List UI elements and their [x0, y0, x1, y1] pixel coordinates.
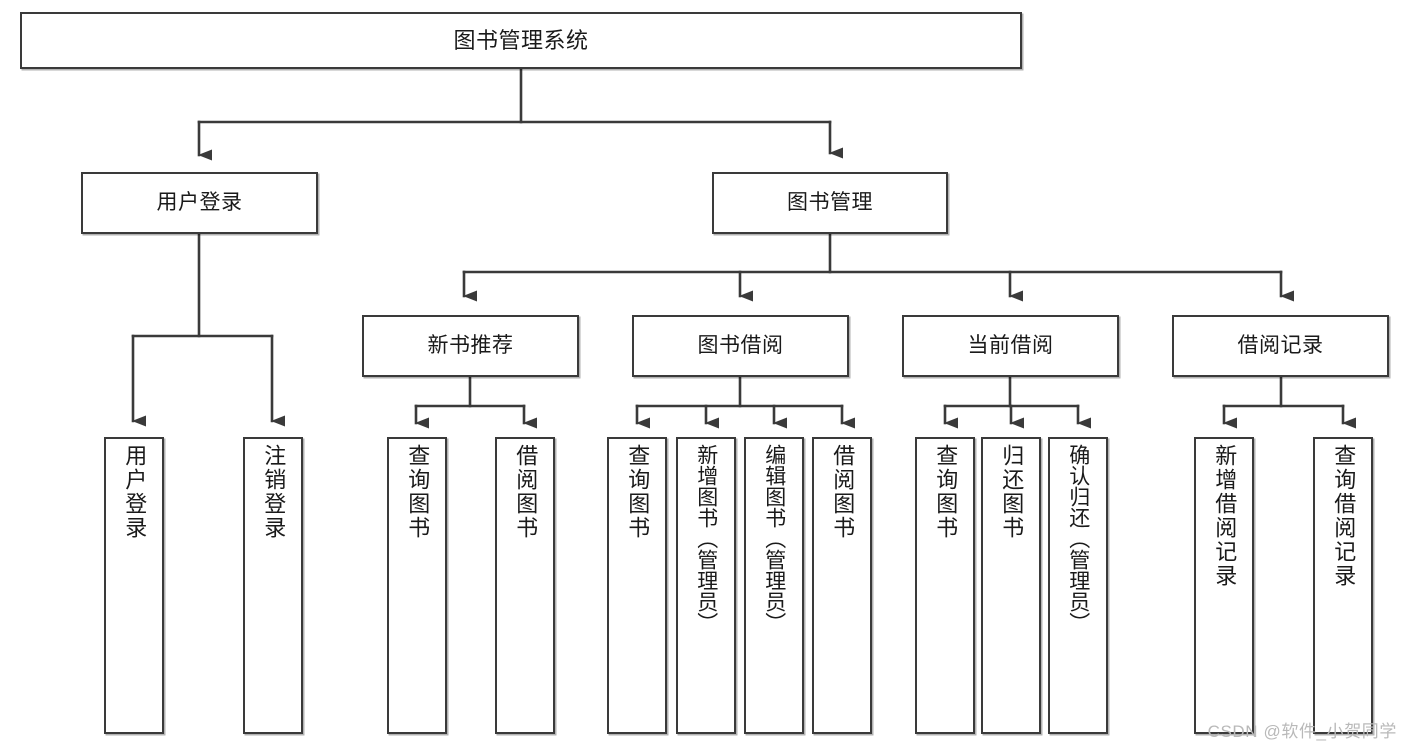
leaf-query-book-1[interactable]: 查询图书	[387, 437, 447, 734]
node-label: 图书管理系统	[453, 27, 589, 53]
node-label: 确认归还（管理员）	[1066, 444, 1090, 633]
node-label: 图书管理	[787, 190, 873, 214]
leaf-query-book-2[interactable]: 查询图书	[607, 437, 667, 734]
node-label: 新增图书（管理员）	[694, 444, 718, 633]
leaf-edit-book[interactable]: 编辑图书（管理员）	[744, 437, 804, 734]
node-label: 编辑图书（管理员）	[762, 444, 786, 633]
node-label: 新增借阅记录	[1212, 444, 1238, 588]
leaf-add-book[interactable]: 新增图书（管理员）	[676, 437, 736, 734]
leaf-user-login[interactable]: 用户登录	[104, 437, 164, 734]
leaf-borrow-book-1[interactable]: 借阅图书	[495, 437, 555, 734]
node-label: 新书推荐	[427, 333, 514, 357]
leaf-confirm-return[interactable]: 确认归还（管理员）	[1048, 437, 1108, 734]
node-label: 查询图书	[625, 444, 651, 540]
node-label: 借阅记录	[1237, 333, 1324, 357]
node-label: 查询借阅记录	[1331, 444, 1357, 588]
node-label: 注销登录	[261, 444, 287, 540]
node-label: 借阅图书	[513, 444, 539, 540]
node-label: 查询图书	[933, 444, 959, 540]
leaf-query-book-3[interactable]: 查询图书	[915, 437, 975, 734]
node-label: 查询图书	[405, 444, 431, 540]
csdn-watermark: CSDN @软件_小贺同学	[1207, 722, 1397, 741]
node-label: 归还图书	[999, 444, 1025, 540]
leaf-return-book[interactable]: 归还图书	[981, 437, 1041, 734]
node-user-login[interactable]: 用户登录	[81, 172, 318, 234]
node-label: 当前借阅	[967, 333, 1054, 357]
node-label: 借阅图书	[830, 444, 856, 540]
leaf-logout-login[interactable]: 注销登录	[243, 437, 303, 734]
leaf-query-borrow-record[interactable]: 查询借阅记录	[1313, 437, 1373, 734]
node-root-system[interactable]: 图书管理系统	[20, 12, 1022, 69]
leaf-borrow-book-2[interactable]: 借阅图书	[812, 437, 872, 734]
node-book-borrow[interactable]: 图书借阅	[632, 315, 849, 377]
node-label: 图书借阅	[697, 333, 784, 357]
leaf-add-borrow-record[interactable]: 新增借阅记录	[1194, 437, 1254, 734]
node-new-book-recommend[interactable]: 新书推荐	[362, 315, 579, 377]
node-book-management[interactable]: 图书管理	[712, 172, 948, 234]
node-current-borrow[interactable]: 当前借阅	[902, 315, 1119, 377]
node-label: 用户登录	[122, 444, 148, 540]
node-label: 用户登录	[156, 190, 243, 214]
node-borrow-record[interactable]: 借阅记录	[1172, 315, 1389, 377]
